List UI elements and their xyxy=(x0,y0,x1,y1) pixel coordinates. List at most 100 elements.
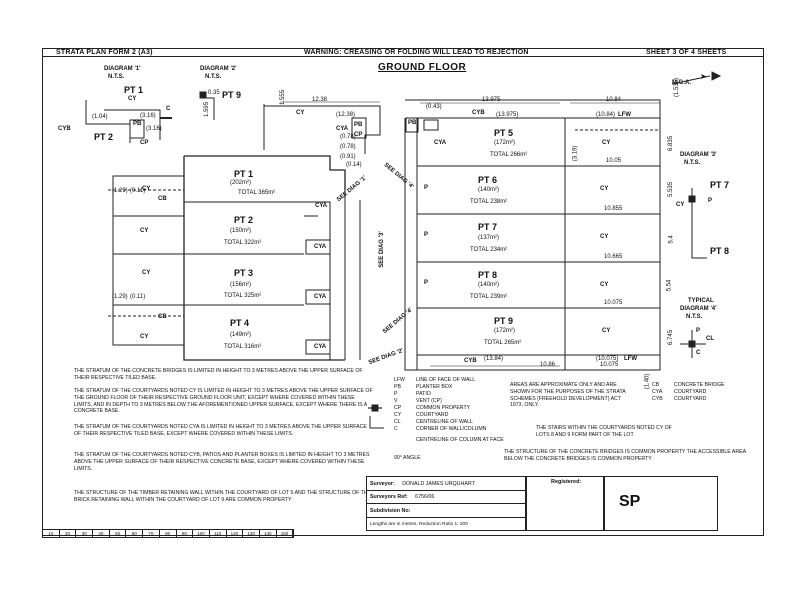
zone-cyb-5: CYB xyxy=(472,110,485,116)
dim-13975b: (13.975) xyxy=(496,112,519,118)
diagram-1-cyb: CYB xyxy=(58,126,71,132)
zone-cyb-9: CYB xyxy=(464,358,477,364)
dim-1084: 10.84 xyxy=(606,97,622,103)
lot-7-area: (137m²) xyxy=(478,235,500,241)
diagram-3-pt8: PT 8 xyxy=(710,246,730,256)
legend-column: CENTRELINE OF COLUMN AT FACE xyxy=(416,437,504,443)
sp-label: SP xyxy=(619,493,641,510)
scale-tick: 70 xyxy=(143,530,160,537)
sheet-label: SHEET 3 OF 4 SHEETS xyxy=(646,49,727,56)
header-rule xyxy=(42,56,764,57)
diagram-4-c: C xyxy=(696,350,701,356)
diagram-1-dim-316: (3.16) xyxy=(140,113,156,119)
dim-54: 5.4 xyxy=(668,235,675,244)
diagram-1-pb: PB xyxy=(133,121,142,127)
surveyor-ref-row: Surveyors Ref: 6756/06 xyxy=(367,491,525,504)
diagram-4-nts: N.T.S. xyxy=(686,314,703,320)
diagram-1-pt2: PT 2 xyxy=(94,132,114,142)
surveyor-value: DONALD JAMES URQUHART xyxy=(402,481,475,487)
lot-4-total: TOTAL 316m² xyxy=(224,344,262,350)
note-retaining: THE STRUCTURE OF THE TIMBER RETAINING WA… xyxy=(74,490,372,503)
dim-078: (0.78) xyxy=(340,134,356,140)
lot-4-area: (149m²) xyxy=(230,332,252,338)
lot-8-area: (140m²) xyxy=(478,282,500,288)
zone-cy-9: CY xyxy=(602,328,611,334)
subdivision-label: Subdivision No: xyxy=(370,508,411,514)
note-cyb: THE STRATUM OF THE COURTYARDS NOTED CYB,… xyxy=(74,452,370,472)
dim-140: (1.40) xyxy=(644,373,651,390)
zone-cya-top: CYA xyxy=(336,126,349,132)
dim-1595: 1.595 xyxy=(204,101,211,117)
lfw-bottom: LFW xyxy=(624,356,637,362)
dim-011-a: (0.11) xyxy=(130,188,146,194)
surveyor-box: Surveyor: DONALD JAMES URQUHART Surveyor… xyxy=(366,476,526,531)
sp-box: SP xyxy=(604,476,718,531)
dim-10075: 10.075 xyxy=(604,300,623,306)
lot-6-total: TOTAL 238m² xyxy=(470,199,508,205)
dim-129-b: (1.29) xyxy=(112,294,128,300)
scale-tick: 10 xyxy=(43,530,60,537)
bridges-note: THE STRUCTURE OF THE CONCRETE BRIDGES IS… xyxy=(504,449,746,462)
scale-tick: 50 xyxy=(110,530,127,537)
page-title: GROUND FLOOR xyxy=(378,62,467,73)
zone-cy-2: CY xyxy=(140,228,149,234)
lot-2-area: (150m²) xyxy=(230,228,252,234)
dim-1238b: (12.38) xyxy=(336,112,356,118)
diagram-2-pt9: PT 9 xyxy=(222,90,242,100)
scale-tick: 20 xyxy=(60,530,77,537)
lot-3-name: PT 3 xyxy=(234,268,254,278)
zone-cp-top: CP xyxy=(354,132,363,138)
zone-pb-top: PB xyxy=(354,122,363,128)
lot-5-total: TOTAL 266m² xyxy=(490,152,528,158)
diagram-3-p: P xyxy=(708,198,713,204)
note-bridges: THE STRATUM OF THE CONCRETE BRIDGES IS L… xyxy=(74,368,363,381)
lot-5-area: (172m²) xyxy=(494,140,516,146)
lot-8-name: PT 8 xyxy=(478,270,498,280)
surveyor-ref-label: Surveyors Ref: xyxy=(370,494,408,500)
lot-1-name: PT 1 xyxy=(234,169,254,179)
lengths-note: Lengths are in metres. Reduction Ratio 1… xyxy=(370,522,468,527)
diagram-1-c: C xyxy=(166,106,171,112)
dim-10075b: (10.075) xyxy=(596,356,619,362)
diagram-4-p: P xyxy=(696,328,701,334)
mga-label: M.G.A. xyxy=(672,80,691,86)
diagram-3-pt7: PT 7 xyxy=(710,180,730,190)
dim-043: (0.43) xyxy=(426,104,442,110)
zone-cy-1: CY xyxy=(142,186,151,192)
zone-cya-3: CYA xyxy=(314,294,327,300)
lot-3-total: TOTAL 325m² xyxy=(224,293,262,299)
warning-label: WARNING: CREASING OR FOLDING WILL LEAD T… xyxy=(304,49,529,56)
diagram-1-dim-316b: (3.16) xyxy=(146,126,162,132)
zone-cy-7: CY xyxy=(600,234,609,240)
see-diag-3: SEE DIAG '3' xyxy=(378,231,385,268)
lot-6-name: PT 6 xyxy=(478,175,498,185)
zone-cy-3: CY xyxy=(142,270,151,276)
zone-cya-1: CYA xyxy=(315,203,328,209)
lot-5-name: PT 5 xyxy=(494,128,514,138)
dim-1535: (1.535) xyxy=(674,77,681,97)
lot-7-total: TOTAL 234m² xyxy=(470,247,508,253)
diagram-1-cp: CP xyxy=(140,140,149,146)
diagram-2-nts: N.T.S. xyxy=(205,74,222,80)
dim-6835: 6.835 xyxy=(668,135,675,151)
lot-1-area: (202m²) xyxy=(230,180,252,186)
scale-tick: 140 xyxy=(260,530,277,537)
zone-cb-1: CB xyxy=(158,196,167,202)
diagram-1-pt1: PT 1 xyxy=(124,85,144,95)
scale-tick: 30 xyxy=(76,530,94,537)
legend-angle: 90° ANGLE xyxy=(394,455,421,461)
diagram-4-cl: CL xyxy=(706,336,714,342)
dim-1238: 12.38 xyxy=(312,97,328,103)
zone-p-8: P xyxy=(424,280,429,286)
zone-p-6: P xyxy=(424,185,429,191)
diagram-3-title: DIAGRAM '3' xyxy=(680,152,717,158)
form-label: STRATA PLAN FORM 2 (A3) xyxy=(56,49,153,56)
